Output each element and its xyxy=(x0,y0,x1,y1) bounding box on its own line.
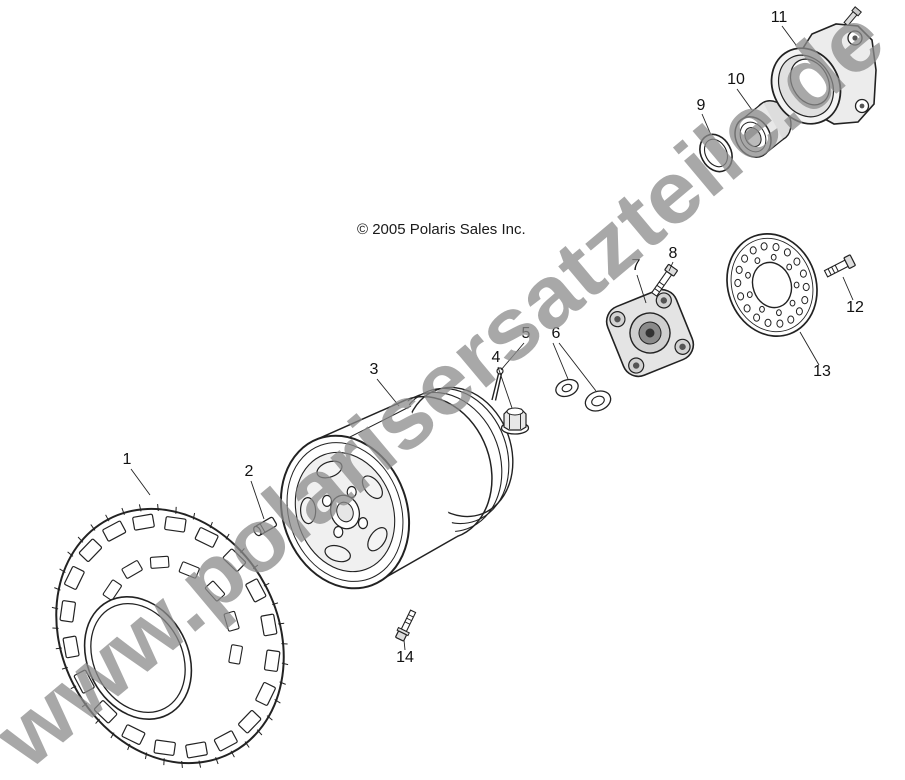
seal-ring xyxy=(699,133,733,173)
leader-line-9 xyxy=(701,113,712,136)
leader-line-10 xyxy=(736,88,753,111)
wheel-hub xyxy=(605,288,695,378)
leader-line-2 xyxy=(250,480,265,520)
callout-knuckle: 11 xyxy=(771,9,788,26)
rim-screw xyxy=(395,609,417,642)
valve-stem xyxy=(253,516,278,537)
leader-line-8 xyxy=(668,261,674,272)
cotter-pin xyxy=(491,367,504,401)
callout-hub-bolt: 8 xyxy=(669,245,678,262)
callout-washers: 6 xyxy=(552,325,561,342)
washer-large xyxy=(584,390,612,412)
disc-bolt xyxy=(823,254,856,278)
tire-tread-blocks xyxy=(51,504,289,768)
callout-bearing: 10 xyxy=(727,71,745,88)
callout-rim: 3 xyxy=(370,361,379,378)
callout-disc-bolt: 12 xyxy=(846,299,864,316)
leader-line-12 xyxy=(842,276,854,301)
leader-line-13 xyxy=(799,331,820,366)
callout-rim-screw: 14 xyxy=(396,649,414,666)
leader-line-7 xyxy=(636,274,647,304)
hub-bolt xyxy=(650,263,678,297)
brake-disc xyxy=(726,233,818,337)
callout-seal: 9 xyxy=(697,97,706,114)
rim-face-holes xyxy=(299,460,388,563)
leader-line-6a xyxy=(552,342,569,380)
copyright-text: © 2005 Polaris Sales Inc. xyxy=(357,221,526,238)
tire xyxy=(51,504,289,768)
leader-line-5 xyxy=(500,342,525,371)
callout-castle-nut: 4 xyxy=(492,349,501,366)
washer-small xyxy=(555,378,579,398)
leader-line-3 xyxy=(376,378,400,407)
leader-line-14 xyxy=(403,639,406,651)
castle-nut xyxy=(500,407,530,435)
leader-line-11 xyxy=(781,25,797,46)
brake-disc-holes xyxy=(734,242,810,328)
wheel-rim xyxy=(279,386,514,590)
callout-brake-disc: 13 xyxy=(813,363,831,380)
callout-tire: 1 xyxy=(123,451,132,468)
callout-valve-stem: 2 xyxy=(245,463,254,480)
leader-lines xyxy=(130,25,854,651)
steering-knuckle xyxy=(770,6,877,125)
callout-cotter-pin: 5 xyxy=(522,325,531,342)
callout-hub: 7 xyxy=(632,257,641,274)
leader-line-6b xyxy=(558,342,597,392)
leader-line-4 xyxy=(497,366,513,409)
leader-line-1 xyxy=(130,468,151,496)
